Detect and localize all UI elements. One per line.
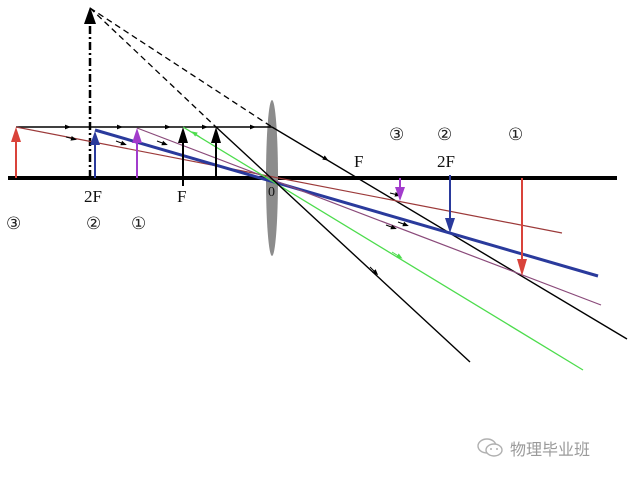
object-arrow-case1 — [132, 128, 142, 178]
ray-blue-object — [94, 128, 599, 278]
object-arrow-at-F — [178, 127, 188, 186]
label-left-case1: ① — [131, 214, 146, 234]
label-left-F: F — [177, 187, 186, 206]
watermark: 物理毕业班 — [476, 436, 590, 460]
dashed-extension-1 — [89, 7, 217, 128]
ray-magenta-object — [136, 127, 602, 306]
label-right-case3: ③ — [389, 125, 404, 145]
ray-steep-black — [215, 126, 471, 363]
object-arrow-case2 — [90, 131, 100, 178]
label-left-2F: 2F — [84, 187, 102, 206]
label-right-2F: 2F — [437, 152, 455, 171]
image-arrow-case1 — [517, 178, 527, 276]
ray-red-object — [15, 126, 563, 234]
watermark-text: 物理毕业班 — [510, 440, 591, 459]
label-left-case3: ③ — [6, 214, 21, 234]
ray-green — [182, 126, 584, 371]
label-left-case2: ② — [86, 214, 101, 234]
virtual-image-arrowhead — [84, 7, 96, 24]
wechat-icon — [477, 438, 503, 457]
image-arrow-case2 — [445, 175, 455, 233]
label-center-O: 0 — [268, 185, 275, 200]
dashed-extension-2 — [89, 7, 273, 128]
label-right-case2: ② — [437, 125, 452, 145]
object-arrow-inside-F — [211, 127, 221, 178]
label-right-F: F — [354, 152, 363, 171]
object-arrow-case3 — [11, 127, 21, 178]
label-right-case1: ① — [508, 125, 523, 145]
image-arrow-case3 — [395, 178, 405, 201]
